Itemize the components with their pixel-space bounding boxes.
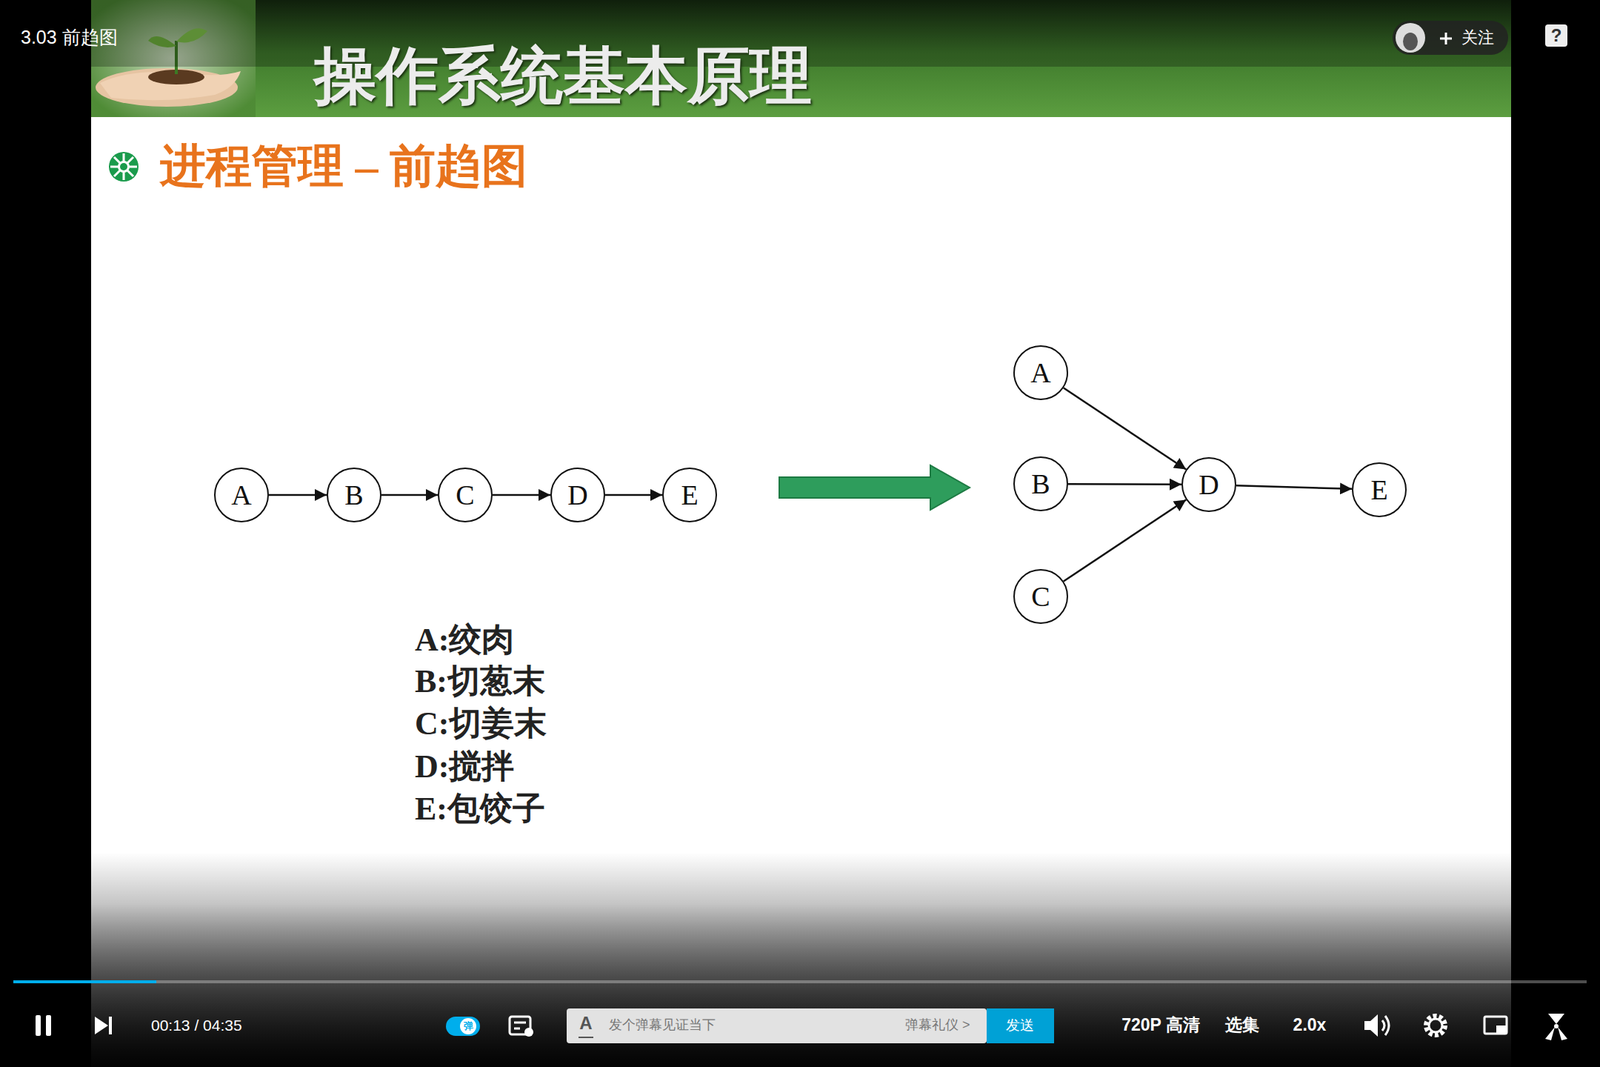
- follow-text: 关注: [1461, 28, 1495, 48]
- pause-icon: [35, 1014, 52, 1036]
- video-title: 3.03 前趋图: [20, 25, 118, 49]
- process-circle: D: [1181, 457, 1237, 512]
- settings-icon: [1425, 1015, 1446, 1035]
- slide-header: 操作系统基本原理: [314, 39, 812, 115]
- process-letter: D: [567, 480, 588, 509]
- process-circle: E: [662, 467, 718, 523]
- process-letter: A: [231, 480, 252, 509]
- episodes-button: 选集: [1225, 1014, 1260, 1036]
- section-icon: [108, 151, 139, 182]
- help-icon: [1545, 24, 1568, 47]
- process-circle: A: [214, 467, 269, 523]
- text-icon: A: [579, 1012, 592, 1035]
- process-letter: C: [455, 480, 475, 509]
- danmaku-etiquette: 弹幕礼仪 >: [905, 1017, 971, 1034]
- send-text: 发送: [1005, 1017, 1035, 1035]
- process-letter: C: [1031, 582, 1050, 611]
- danmaku-input: [566, 1008, 987, 1043]
- process-letter: E: [680, 480, 698, 509]
- process-letter: D: [1198, 470, 1219, 499]
- send-button: [986, 1008, 1055, 1043]
- legend-note: B:切葱末: [414, 662, 546, 702]
- pip-icon: [1484, 1016, 1507, 1034]
- transform-arrow: [779, 465, 970, 510]
- process-circle: C: [1013, 568, 1069, 624]
- legend-note: D:搅拌: [414, 747, 515, 787]
- danmaku-settings-icon: [509, 1016, 534, 1037]
- process-letter: B: [1031, 469, 1050, 498]
- process-letter: E: [1370, 475, 1388, 504]
- follow-button: [1392, 20, 1509, 55]
- help-mark: ?: [1551, 25, 1563, 47]
- input-placeholder: 发个弹幕见证当下: [608, 1017, 716, 1034]
- quality-button: 720P 高清: [1121, 1014, 1200, 1036]
- process-circle: B: [1013, 456, 1069, 512]
- controls-fade: [0, 903, 1600, 1067]
- progress-fill: [13, 980, 157, 983]
- process-circle: A: [1013, 345, 1069, 400]
- process-circle: D: [550, 467, 606, 523]
- precedence-arrow: [381, 494, 438, 497]
- precedence-arrow: [1068, 482, 1182, 486]
- danmaku-toggle: [445, 1016, 480, 1036]
- danmaku-toggle-text: 弹: [463, 1020, 474, 1032]
- precedence-arrow: [1236, 485, 1352, 489]
- process-circle: C: [437, 467, 493, 523]
- precedence-arrow: [492, 494, 551, 497]
- legend-note: A:绞肉: [414, 620, 515, 660]
- text-icon-underline: [578, 1036, 594, 1038]
- fullscreen-icon: [1545, 1013, 1568, 1040]
- next-icon: [94, 1016, 112, 1035]
- section-title: 进程管理 – 前趋图: [160, 138, 528, 194]
- progress-track: [13, 980, 1587, 983]
- process-letter: A: [1030, 358, 1051, 387]
- precedence-arrow: [1063, 387, 1186, 469]
- precedence-arrow: [268, 494, 327, 497]
- process-letter: B: [344, 480, 363, 509]
- precedence-arrow: [605, 494, 663, 497]
- speed-button: 2.0x: [1293, 1014, 1327, 1036]
- legend-note: E:包饺子: [414, 789, 546, 829]
- time-display: 00:13 / 04:35: [151, 1015, 243, 1035]
- precedence-arrow: [1063, 499, 1186, 581]
- process-circle: B: [326, 467, 382, 523]
- volume-icon: [1364, 1014, 1389, 1037]
- legend-note: C:切姜末: [414, 704, 547, 744]
- process-circle: E: [1351, 462, 1407, 518]
